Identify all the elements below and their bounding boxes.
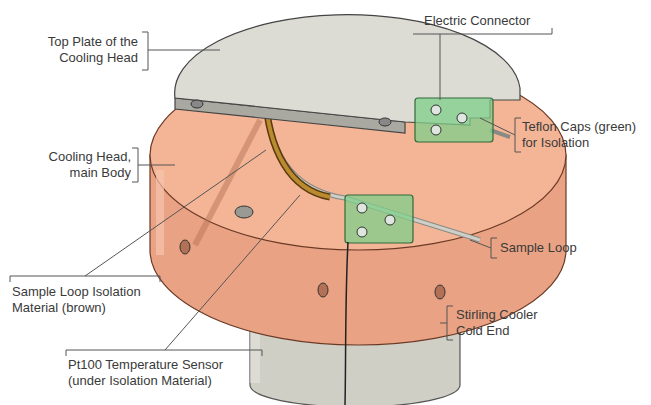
part-label: Sample Loop <box>500 240 600 256</box>
screws <box>180 105 445 299</box>
wire <box>345 242 348 405</box>
part-label: Top Plate of the Cooling Head <box>30 34 138 66</box>
part-label: Sample Loop Isolation Material (brown) <box>12 284 158 316</box>
part-label: Stirling Cooler Cold End <box>456 307 560 339</box>
part-label: Electric Connector <box>424 13 554 29</box>
part-label: Pt100 Temperature Sensor (under Isolatio… <box>68 357 258 389</box>
part-label: Cooling Head, main Body <box>36 149 131 181</box>
part-label: Teflon Caps (green) for Isolation <box>522 119 647 151</box>
leaders <box>10 28 552 356</box>
teflon-caps <box>345 98 493 243</box>
